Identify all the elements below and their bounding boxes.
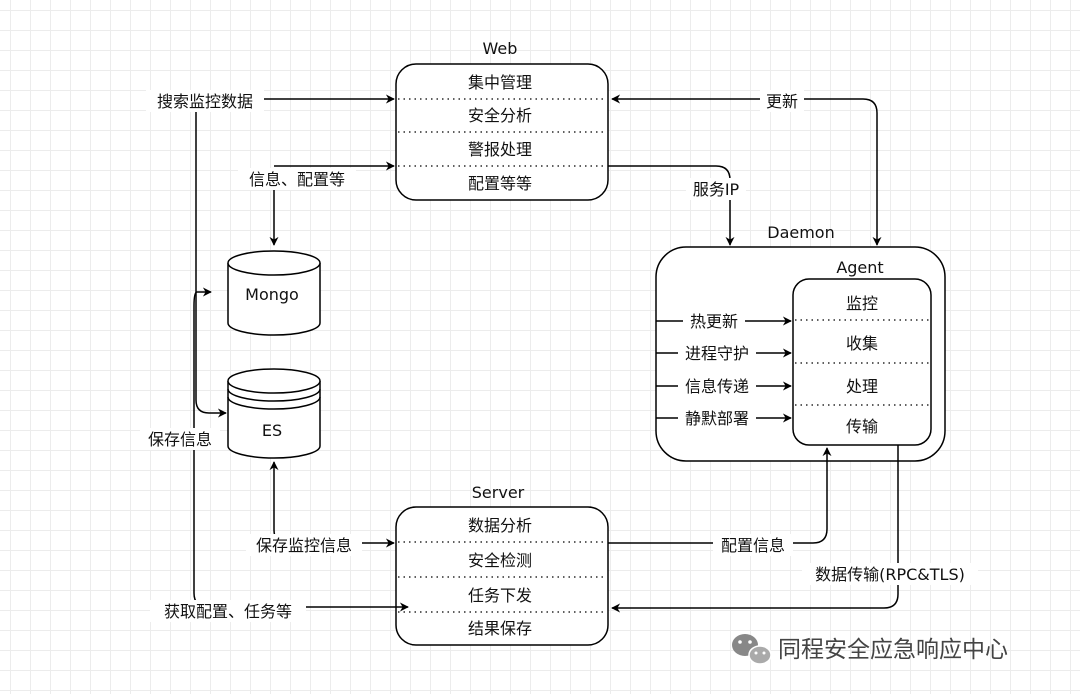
edge-data-transfer[interactable] [611, 445, 899, 613]
es-label: ES [262, 421, 282, 440]
edge-label-update: 更新 [766, 92, 798, 111]
edge-label-config-info: 配置信息 [721, 536, 785, 555]
edge-save-monitor[interactable] [269, 461, 395, 548]
edge-label-save-info: 保存信息 [148, 430, 212, 449]
server-row-task-dispatch: 任务下发 [468, 586, 532, 605]
web-row-alert-handling: 警报处理 [468, 140, 532, 159]
edge-label-info-config: 信息、配置等 [249, 170, 345, 189]
es-database[interactable]: ES [227, 368, 321, 459]
edge-service-ip[interactable] [608, 165, 735, 246]
web-row-security-analysis: 安全分析 [468, 106, 532, 125]
agent-row-transfer: 传输 [846, 417, 878, 436]
web-title: Web [483, 39, 518, 58]
mongo-database[interactable]: Mongo [227, 250, 321, 336]
web-row-configuration: 配置等等 [468, 174, 532, 193]
daemon-input-process-guard: 进程守护 [685, 344, 749, 363]
daemon-title: Daemon [767, 223, 834, 242]
edge-update-web-agent[interactable] [611, 94, 882, 246]
edge-config-info[interactable] [608, 447, 832, 544]
edge-label-get-config: 获取配置、任务等 [164, 602, 292, 621]
web-row-centralized-management: 集中管理 [468, 73, 532, 92]
watermark-text: 同程安全应急响应中心 [778, 637, 1008, 663]
daemon-input-info-passing: 信息传递 [685, 377, 749, 396]
web-node[interactable]: Web 集中管理 安全分析 警报处理 配置等等 [395, 39, 609, 201]
mongo-cylinder-top [227, 250, 321, 276]
edge-label-service-ip: 服务IP [693, 180, 740, 199]
agent-box [792, 278, 932, 446]
wechat-icon [732, 634, 772, 665]
agent-row-process: 处理 [846, 377, 878, 396]
watermark: 同程安全应急响应中心 [732, 634, 1008, 665]
mongo-label: Mongo [245, 285, 299, 304]
agent-row-collect: 收集 [846, 334, 878, 353]
edge-label-save-monitor: 保存监控信息 [256, 536, 352, 555]
agent-title: Agent [836, 258, 883, 277]
server-node[interactable]: Server 数据分析 安全检测 任务下发 结果保存 [395, 483, 609, 646]
agent-row-monitor: 监控 [846, 294, 878, 313]
edge-label-data-transfer: 数据传输(RPC&TLS) [815, 565, 965, 584]
server-row-security-detection: 安全检测 [468, 551, 532, 570]
server-row-data-analysis: 数据分析 [468, 516, 532, 535]
edge-label-search: 搜索监控数据 [157, 92, 253, 111]
agent-node[interactable]: Agent 监控 收集 处理 传输 [792, 258, 932, 446]
daemon-input-silent-deploy: 静默部署 [685, 409, 749, 428]
es-cylinder-top [227, 368, 321, 394]
server-title: Server [472, 483, 525, 502]
daemon-input-hot-update: 热更新 [690, 312, 738, 331]
daemon-inputs: 热更新 进程守护 信息传递 静默部署 [656, 309, 792, 428]
edge-search-to-es[interactable] [195, 99, 227, 418]
server-row-result-saving: 结果保存 [468, 619, 532, 638]
